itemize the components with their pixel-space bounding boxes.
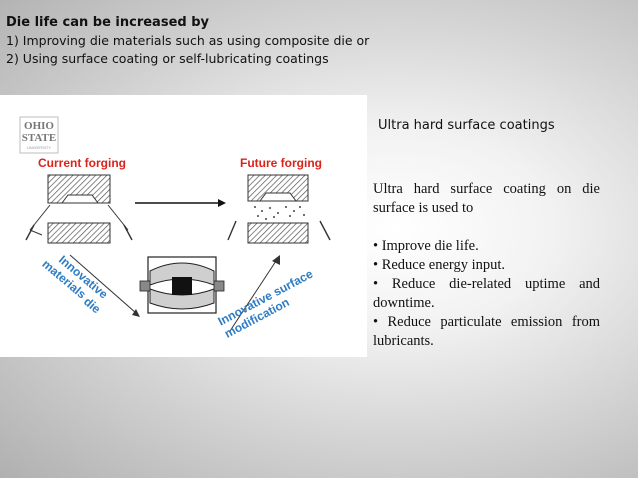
bullet-item: • Reduce particulate emission from lubri… <box>373 314 600 349</box>
left-diagonal-arrow <box>69 254 137 314</box>
innovative-die-materials-label: Innovative materials die <box>38 246 114 316</box>
right-diagonal-arrow <box>229 260 277 332</box>
center-die-assembly <box>139 256 225 314</box>
logo-ohio-text: OHIO <box>24 120 54 132</box>
current-forging-label: Current forging <box>38 156 126 170</box>
coatings-intro: Ultra hard surface coating on die surfac… <box>373 181 600 216</box>
future-forging-label: Future forging <box>240 156 322 170</box>
header-line-1: 1) Improving die materials such as using… <box>6 33 370 48</box>
future-forging-die <box>227 174 331 244</box>
slide-header: Die life can be increased by 1) Improvin… <box>6 14 369 68</box>
bullet-item: • Reduce energy input. <box>373 257 506 273</box>
forging-diagram: OHIO STATE UNIVERSITY Current forging Fu… <box>19 116 331 341</box>
ohio-state-logo: OHIO STATE UNIVERSITY <box>19 116 59 154</box>
slide-title: Die life can be increased by <box>6 15 209 30</box>
coatings-subtitle: Ultra hard surface coatings <box>378 118 555 133</box>
logo-university-text: UNIVERSITY <box>27 145 51 150</box>
coatings-description: Ultra hard surface coating on die surfac… <box>373 180 600 351</box>
forging-figure: OHIO STATE UNIVERSITY Current forging Fu… <box>0 95 367 357</box>
bullet-item: • Improve die life. <box>373 238 479 254</box>
current-forging-die <box>25 174 133 244</box>
bullet-item: • Reduce die-related uptime and downtime… <box>373 276 600 311</box>
logo-state-text: STATE <box>22 132 56 144</box>
header-line-2: 2) Using surface coating or self-lubrica… <box>6 51 329 66</box>
innovative-surface-modification-label: Innovative surface modification <box>216 265 325 341</box>
